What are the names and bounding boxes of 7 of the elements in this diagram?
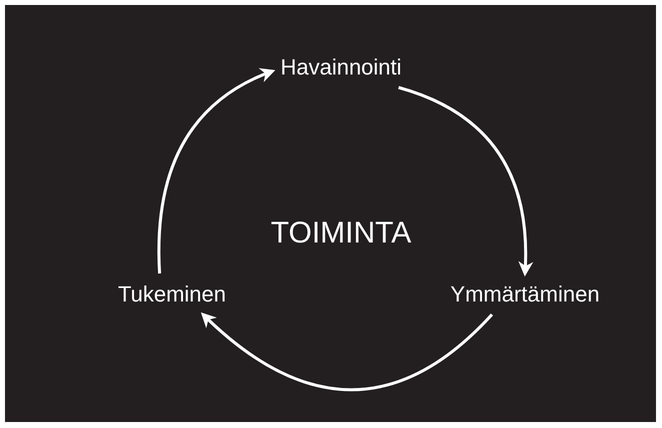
curved-arrow bbox=[200, 312, 494, 392]
center-title: TOIMINTA bbox=[270, 216, 412, 252]
stage-label: Ymmärtäminen bbox=[450, 280, 600, 308]
stage-label: Havainnointi bbox=[280, 54, 402, 82]
curved-arrow bbox=[398, 86, 533, 276]
curved-arrow bbox=[157, 68, 276, 274]
stage-label: Tukeminen bbox=[118, 280, 226, 308]
